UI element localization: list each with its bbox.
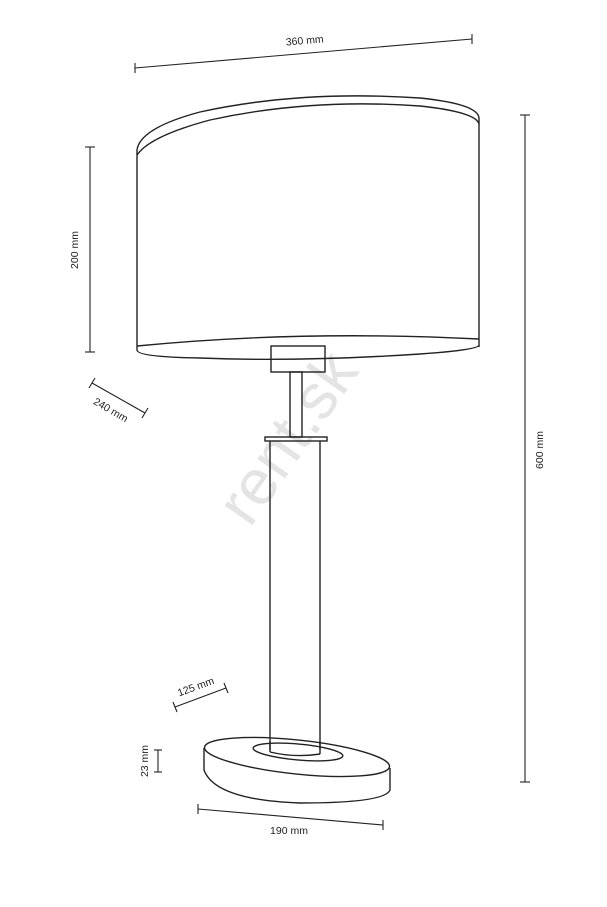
dimension-base-depth: 125 mm bbox=[172, 675, 229, 713]
lamp-base bbox=[203, 736, 391, 804]
dimension-base-width: 190 mm bbox=[197, 804, 384, 837]
label-base-depth: 125 mm bbox=[176, 675, 216, 699]
label-total-height: 600 mm bbox=[534, 431, 546, 469]
lamp-shade bbox=[136, 95, 480, 361]
dimension-shade-height: 200 mm bbox=[69, 146, 95, 353]
dimension-total-height: 600 mm bbox=[520, 114, 546, 783]
label-shade-depth: 240 mm bbox=[91, 396, 130, 425]
lamp-body bbox=[264, 345, 328, 750]
dimension-shade-depth: 240 mm bbox=[88, 377, 149, 425]
dimension-base-height: 23 mm bbox=[139, 745, 162, 777]
label-base-width: 190 mm bbox=[270, 825, 308, 837]
label-shade-height: 200 mm bbox=[69, 231, 81, 269]
label-shade-width: 360 mm bbox=[285, 33, 324, 48]
dimension-shade-width: 360 mm bbox=[134, 33, 473, 73]
label-base-height: 23 mm bbox=[139, 745, 151, 777]
